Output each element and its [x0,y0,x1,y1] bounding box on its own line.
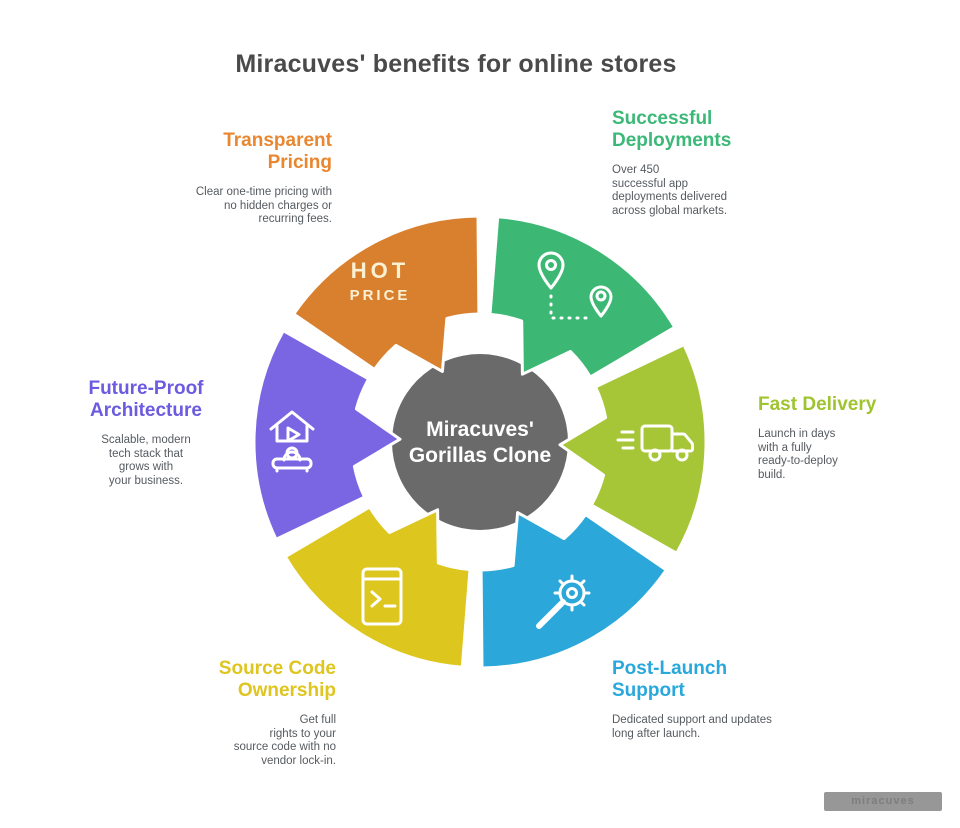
section-source-code-ownership: Source Code Ownership Get full rights to… [160,658,336,768]
section-successful-deployments: Successful Deployments Over 450 successf… [612,108,797,218]
wheel-segments [252,214,708,670]
wrench-gear-icon [536,574,591,629]
section-transparent-pricing: Transparent Pricing Clear one-time prici… [150,130,332,227]
section-body: Dedicated support and updates long after… [612,714,772,740]
section-body: Over 450 successful app deployments deli… [612,164,728,217]
section-fast-delivery: Fast Delivery Launch in days with a full… [758,394,908,482]
section-heading: Future-Proof Architecture [88,378,204,421]
watermark: miracuves [824,792,942,811]
delivery-truck-icon [616,424,694,462]
hot-price-text-1: HOT [351,258,409,283]
section-heading: Source Code Ownership [218,658,336,701]
segment-successful-deployments [488,215,677,379]
section-body: Scalable, modern tech stack that grows w… [101,434,191,487]
section-future-proof-architecture: Future-Proof Architecture Scalable, mode… [76,378,216,488]
hot-price-text-2: PRICE [350,287,411,304]
section-body: Clear one-time pricing with no hidden ch… [195,186,332,225]
center-label-line1: Miracuves' [426,418,534,441]
section-heading: Fast Delivery [758,394,877,415]
route-pins-icon [537,251,613,320]
segment-source-code-ownership [283,505,472,669]
section-heading: Transparent Pricing [223,130,332,173]
segment-future-proof-architecture [252,329,402,541]
section-body: Launch in days with a fully ready-to-dep… [758,428,838,481]
section-heading: Post-Launch Support [612,658,728,701]
hot-price-icon: HOT PRICE [350,258,411,304]
section-body: Get full rights to your source code with… [233,714,336,767]
center-label-line2: Gorillas Clone [409,444,551,467]
home-media-icon [269,410,315,473]
section-heading: Successful Deployments [612,108,732,151]
terminal-code-icon [361,567,403,626]
section-post-launch-support: Post-Launch Support Dedicated support an… [612,658,807,741]
segment-transparent-pricing [292,214,481,373]
center-circle [392,354,568,530]
page-title: Miracuves' benefits for online stores [235,50,677,78]
